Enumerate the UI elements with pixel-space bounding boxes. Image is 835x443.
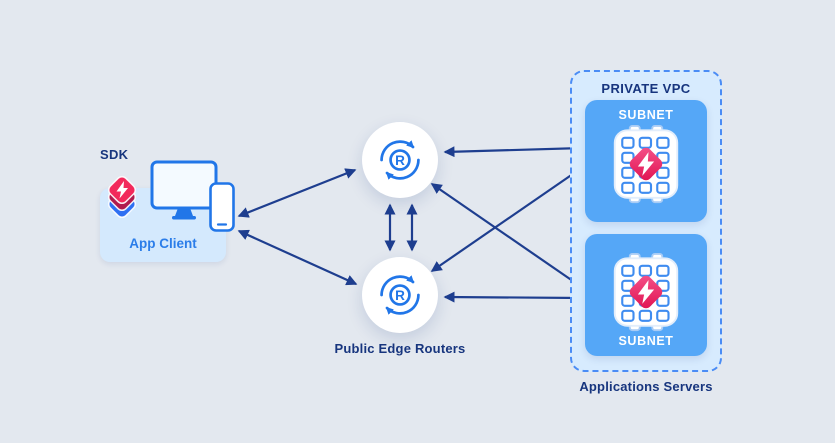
sdk-label: SDK xyxy=(100,147,129,162)
edge-subnet-top-to-bottom-router xyxy=(430,166,584,272)
edge-subnet-top-to-top-router xyxy=(443,146,584,158)
subnet-top-label: SUBNET xyxy=(618,108,674,122)
router-icon: R xyxy=(380,275,420,315)
edge-client-to-bottom-router xyxy=(237,229,358,286)
router-letter: R xyxy=(395,153,405,168)
app-server-chip-icon xyxy=(613,252,679,332)
private-vpc-box: PRIVATE VPC SUBNET xyxy=(570,70,722,372)
router-letter: R xyxy=(395,288,405,303)
app-client-label: App Client xyxy=(129,236,197,251)
subnet-bottom-box: SUBNET xyxy=(585,234,707,356)
sdk-stack-icon xyxy=(107,175,137,219)
edge-router-top-node: R xyxy=(362,122,438,198)
edge-router-bottom-node: R xyxy=(362,257,438,333)
servers-caption: Applications Servers xyxy=(579,379,713,394)
subnet-top-box: SUBNET xyxy=(585,100,707,222)
subnet-bottom-label: SUBNET xyxy=(618,334,674,348)
mobile-phone-icon xyxy=(209,182,235,232)
lightning-bolt-icon xyxy=(637,280,655,304)
lightning-bolt-icon xyxy=(116,181,128,199)
routers-caption: Public Edge Routers xyxy=(334,341,466,356)
app-server-chip-icon xyxy=(613,124,679,204)
lightning-bolt-icon xyxy=(637,152,655,176)
edge-subnet-bottom-to-bottom-router xyxy=(443,291,584,303)
edge-client-to-top-router xyxy=(237,168,357,218)
edge-subnet-bottom-to-top-router xyxy=(430,183,584,289)
router-icon: R xyxy=(380,140,420,180)
vpc-title: PRIVATE VPC xyxy=(601,81,691,96)
